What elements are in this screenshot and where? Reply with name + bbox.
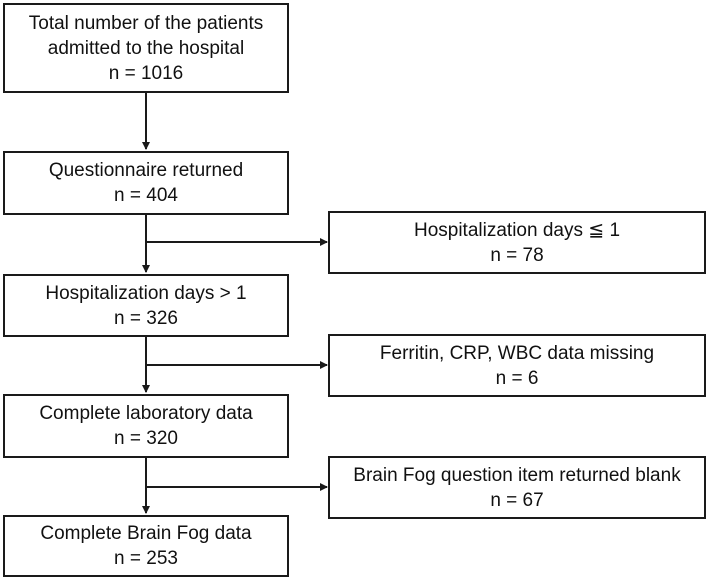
box-total-patients-line-1: Total number of the patients (28, 12, 264, 34)
box-total-patients: Total number of the patients admitted to… (3, 3, 289, 93)
box-exclusion-hospitalization-days: Hospitalization days ≦ 1 n = 78 (328, 211, 706, 274)
exclusion-lab-missing-label: Ferritin, CRP, WBC data missing (379, 342, 655, 364)
box-total-patients-line-2: admitted to the hospital (47, 37, 245, 59)
box-complete-brainfog: Complete Brain Fog data n = 253 (3, 515, 289, 577)
box-laboratory-count: n = 320 (114, 428, 178, 449)
exclusion-lab-missing-count: n = 6 (495, 367, 539, 389)
box-complete-laboratory: Complete laboratory data n = 320 (3, 394, 289, 458)
box-hospitalization-count: n = 326 (114, 307, 178, 329)
box-brainfog-count: n = 253 (114, 548, 178, 569)
box-exclusion-lab-missing: Ferritin, CRP, WBC data missing n = 6 (328, 334, 706, 397)
exclusion-brainfog-blank-count: n = 67 (490, 489, 544, 511)
box-laboratory-label: Complete laboratory data (39, 403, 253, 424)
box-hospitalization-label: Hospitalization days > 1 (45, 282, 247, 304)
box-total-patients-count: n = 1016 (108, 62, 184, 84)
box-questionnaire-label: Questionnaire returned (48, 160, 244, 181)
box-hospitalization-gt-1: Hospitalization days > 1 n = 326 (3, 274, 289, 337)
box-exclusion-brainfog-blank: Brain Fog question item returned blank n… (328, 456, 706, 519)
box-brainfog-label: Complete Brain Fog data (40, 523, 252, 544)
exclusion-hospitalization-label: Hospitalization days ≦ 1 (413, 219, 621, 241)
exclusion-hospitalization-count: n = 78 (490, 244, 544, 266)
exclusion-brainfog-blank-label: Brain Fog question item returned blank (353, 464, 681, 486)
box-questionnaire-count: n = 404 (114, 185, 178, 206)
box-questionnaire-returned: Questionnaire returned n = 404 (3, 151, 289, 215)
